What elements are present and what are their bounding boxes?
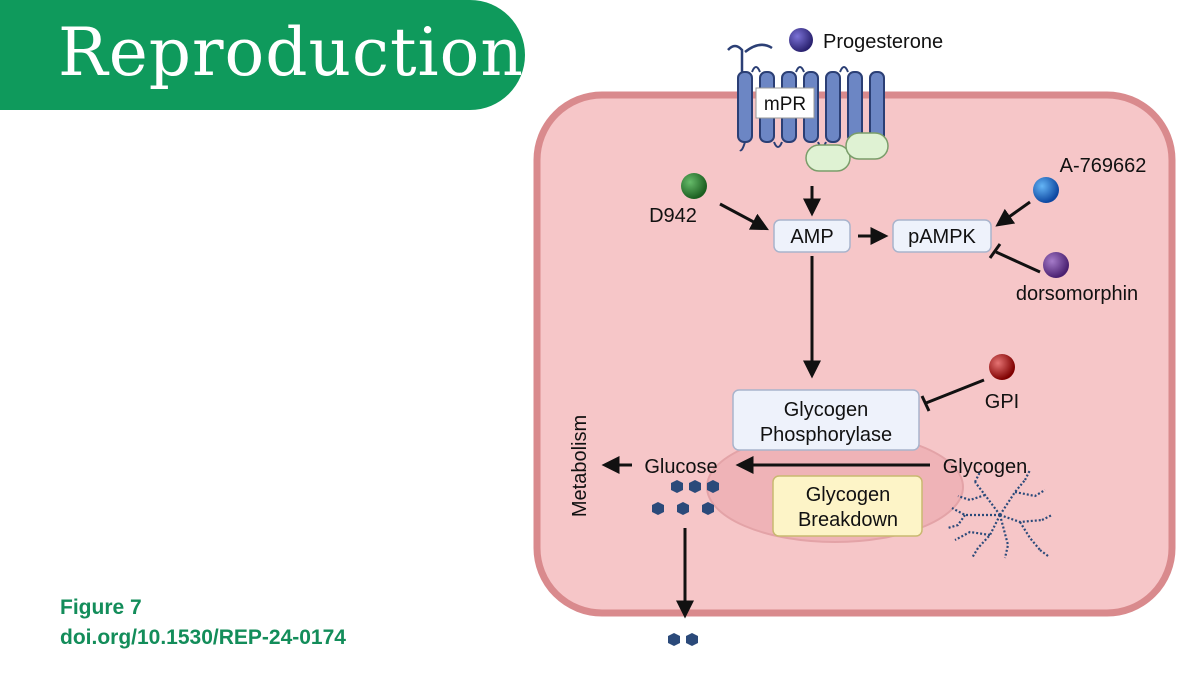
metabolism-label: Metabolism — [569, 415, 591, 517]
glycogen-breakdown-line1: Glycogen — [806, 484, 891, 506]
doi-link[interactable]: doi.org/10.1530/REP-24-0174 — [60, 626, 346, 649]
d942-label: D942 — [649, 205, 697, 227]
glycogen-label: Glycogen — [943, 456, 1028, 478]
inhibit-gpi-phosphorylase — [925, 378, 985, 405]
d942-compound — [681, 173, 707, 199]
mpr-label-box — [755, 87, 815, 119]
pampk-label: pAMPK — [908, 226, 976, 248]
amp-node — [773, 219, 851, 253]
dorsomorphin-compound — [1043, 252, 1069, 278]
gpi-label: GPI — [985, 391, 1019, 413]
amp-label: AMP — [790, 226, 833, 248]
glycogen-granule-icon — [947, 469, 1053, 559]
glucose-molecules — [652, 480, 719, 515]
arrow-a769662-to-pampk — [995, 200, 1031, 227]
journal-title: Reproduction — [58, 14, 524, 91]
journal-banner: Reproduction — [0, 0, 525, 110]
g-protein — [805, 132, 889, 172]
glycogen-phosphorylase-line2: Phosphorylase — [760, 424, 892, 446]
dorsomorphin-label: dorsomorphin — [1016, 283, 1138, 305]
arrow-d942-to-amp — [719, 202, 769, 231]
glycogen-phosphorylase-line1: Glycogen — [784, 399, 869, 421]
glycogen-phosphorylase-node — [732, 389, 920, 451]
progesterone-label: Progesterone — [823, 31, 943, 53]
pampk-node — [892, 219, 992, 253]
a769662-label: A-769662 — [1060, 155, 1147, 177]
a769662-compound — [1033, 177, 1059, 203]
inhibit-dorsomorphin-pampk — [995, 250, 1041, 274]
figure-label: Figure 7 — [60, 596, 142, 619]
progesterone-ligand — [789, 28, 813, 52]
glycogen-breakdown-box — [772, 475, 923, 537]
gpi-compound — [989, 354, 1015, 380]
exported-glucose — [668, 633, 698, 646]
glycogen-breakdown-line2: Breakdown — [798, 509, 898, 531]
inhibit-bar-gpi — [920, 395, 931, 412]
glucose-label: Glucose — [644, 456, 717, 478]
inhibit-bar-dorsomorphin — [988, 243, 1002, 259]
mpr-receptor: mPR — [727, 43, 885, 152]
mpr-label: mPR — [764, 94, 806, 115]
